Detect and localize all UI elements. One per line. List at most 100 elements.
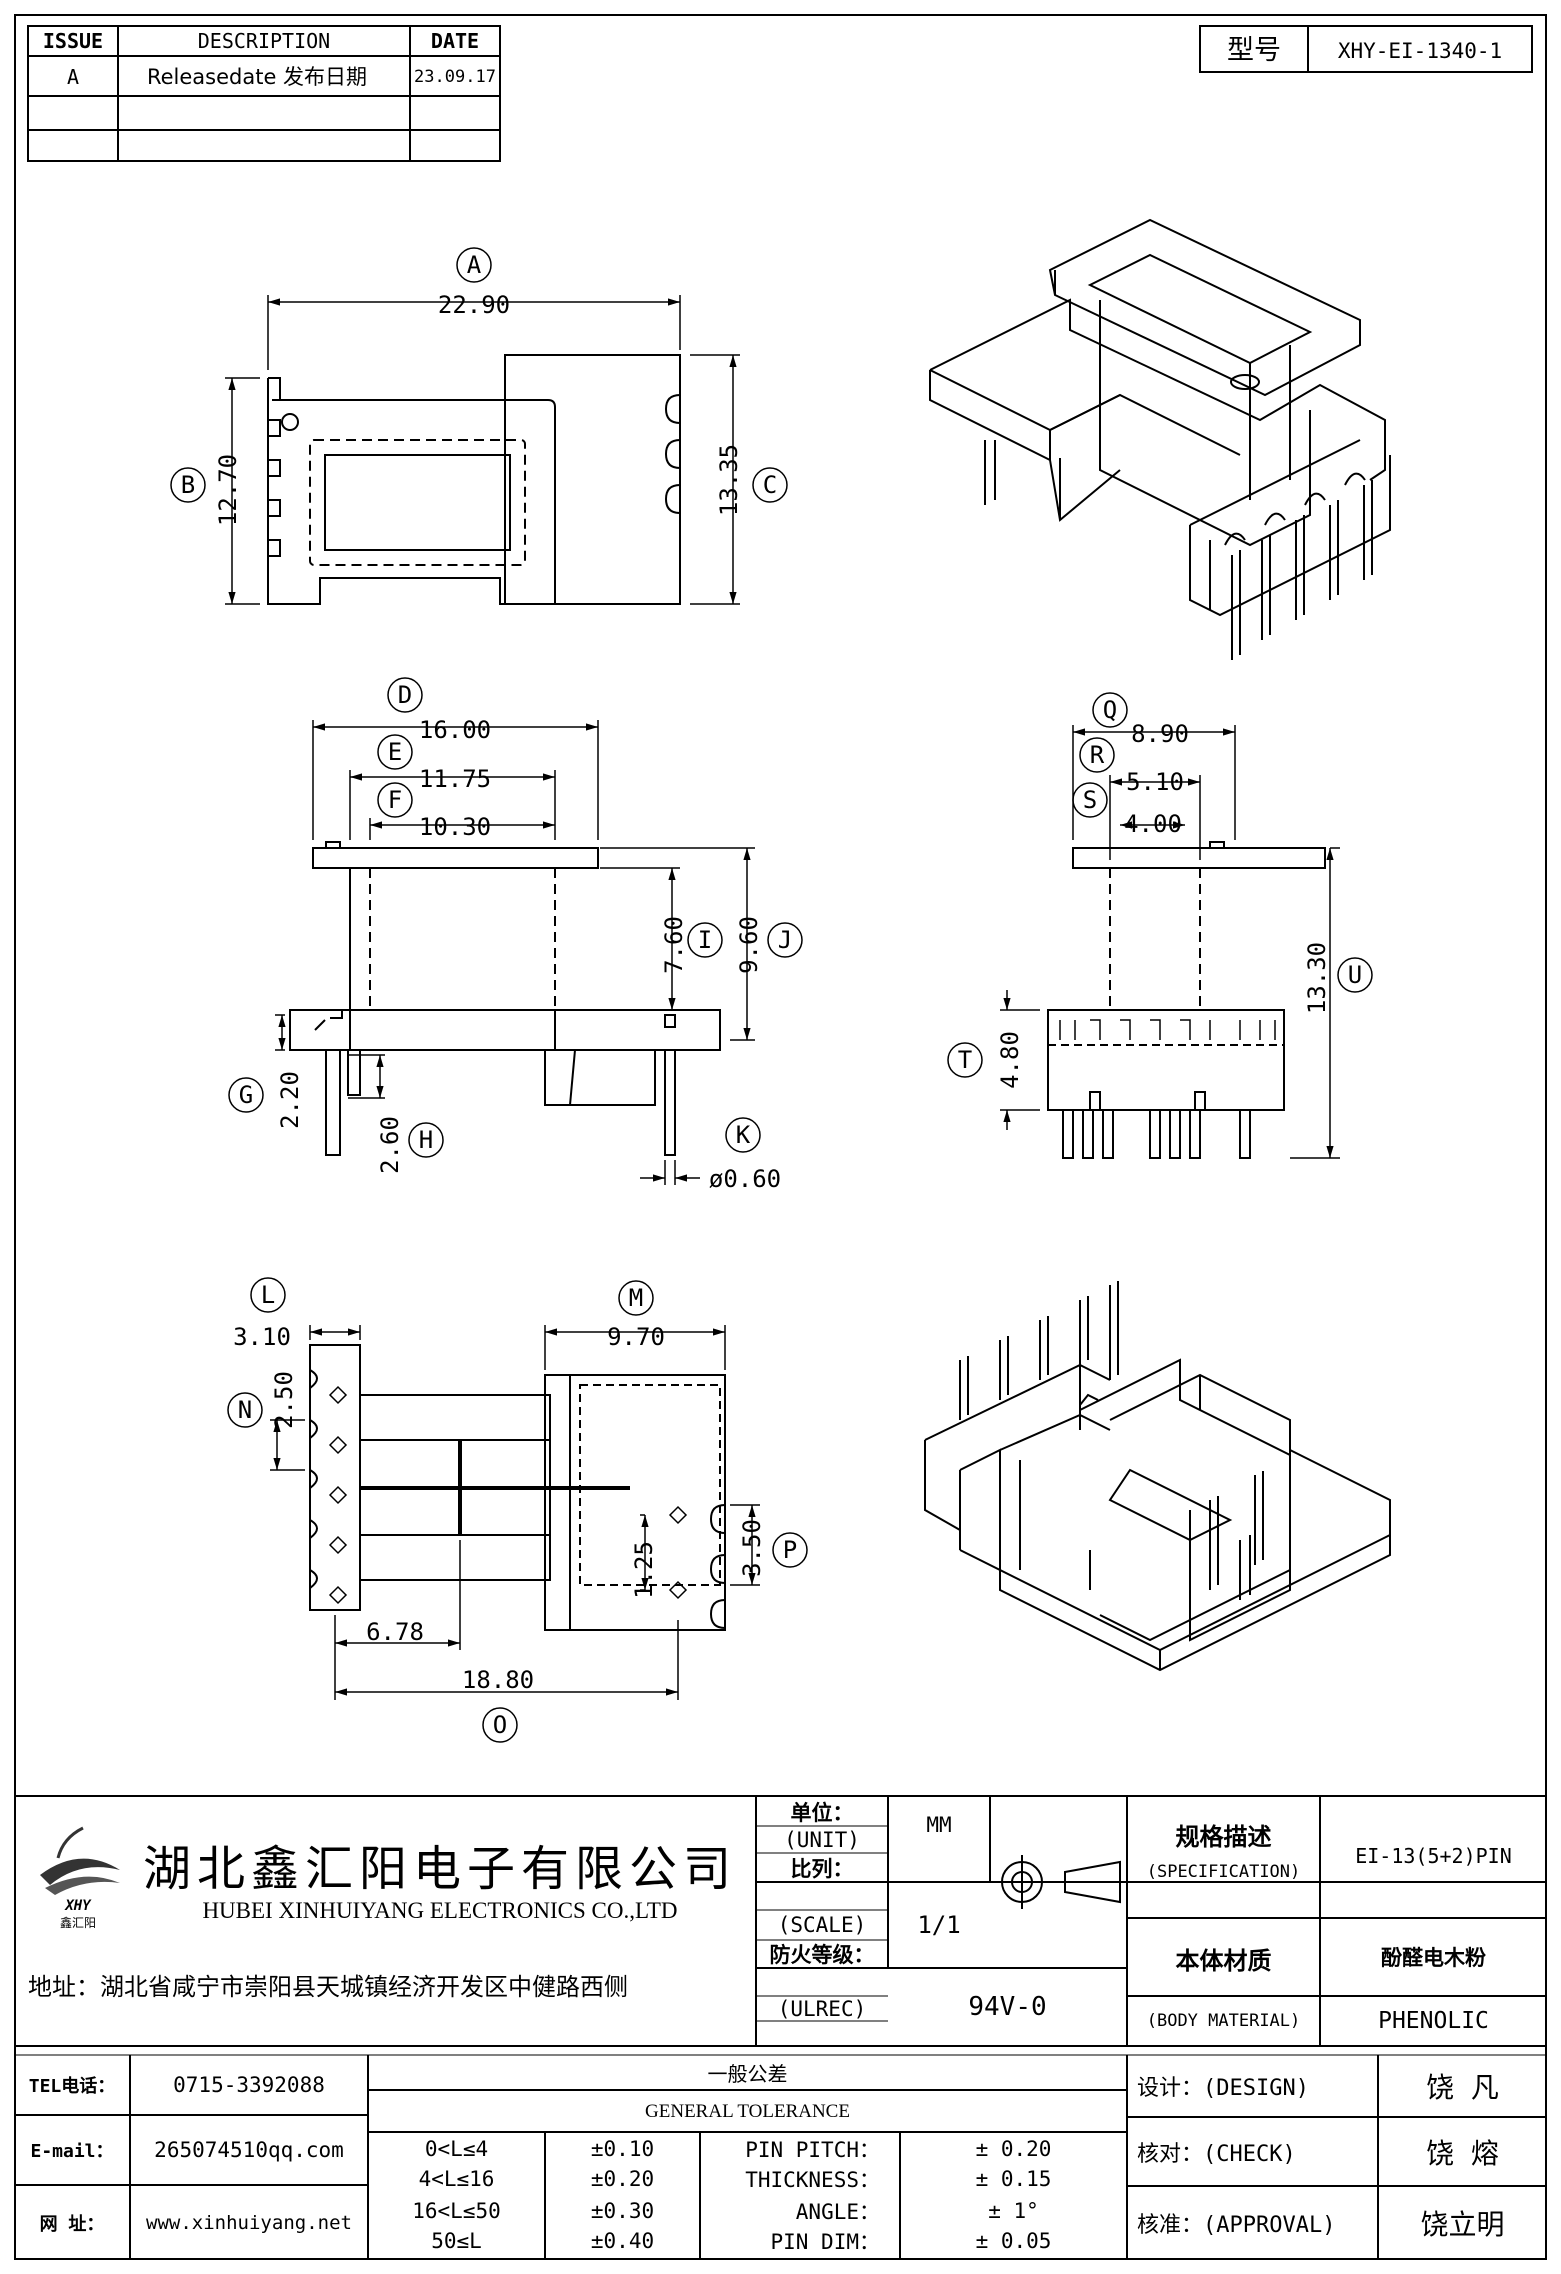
- side-view-dims: [1000, 725, 1340, 1159]
- dim-label-R: R: [1090, 741, 1105, 769]
- dim-label-F: F: [388, 786, 402, 814]
- company-name-en: HUBEI XINHUIYANG ELECTRONICS CO.,LTD: [202, 1898, 678, 1923]
- scale-label-cn: 比列：: [790, 1856, 854, 1881]
- dim-value-P: 3.50: [738, 1519, 766, 1577]
- model-label: 型号: [1227, 35, 1281, 66]
- tolerance-title-cn: 一般公差: [707, 2062, 788, 2086]
- dim-label-G: G: [239, 1081, 253, 1109]
- dim-label-N: N: [238, 1396, 252, 1424]
- revision-table: [27, 25, 501, 162]
- dim-label-C: C: [763, 471, 777, 499]
- rev-header-date: DATE: [431, 29, 479, 53]
- dim-label-I: I: [698, 926, 712, 954]
- dim-label-J: J: [778, 926, 792, 954]
- specification-label-cn: 规格描述: [1175, 1822, 1272, 1851]
- dim-value-B: 12.70: [214, 454, 242, 526]
- design-label: 设计：(DESIGN): [1137, 2076, 1309, 2101]
- drawing-sheet: [14, 14, 1547, 2260]
- dim-value-extra1: 6.78: [366, 1618, 424, 1646]
- logo-subtext: 鑫汇阳: [59, 1915, 96, 1930]
- tol-range-2: 4<L≤16: [418, 2167, 495, 2191]
- dim-value-F: 10.30: [419, 813, 491, 841]
- dim-value-H: 2.60: [376, 1116, 404, 1174]
- dim-label-Q: Q: [1103, 696, 1117, 724]
- dim-value-J: 9.60: [735, 916, 763, 974]
- dim-value-E: 11.75: [419, 765, 491, 793]
- approval-name: 饶立明: [1420, 2208, 1505, 2241]
- approval-label: 核准：(APPROVAL): [1137, 2213, 1336, 2238]
- dim-value-A: 22.90: [438, 291, 510, 319]
- tol-item-value-4: ± 0.05: [975, 2229, 1052, 2253]
- front-view-dims: [275, 720, 755, 1185]
- company-logo: [40, 1826, 120, 1895]
- title-block-grid: [14, 1795, 1547, 2260]
- tolerance-title-en: GENERAL TOLERANCE: [645, 2101, 850, 2122]
- dim-value-C: 13.35: [715, 444, 743, 516]
- web-label: 网 址：: [39, 2213, 105, 2235]
- isometric-view-bottom: [924, 1281, 1391, 1672]
- bottom-view: [309, 1344, 726, 1631]
- tel-value: 0715-3392088: [173, 2073, 325, 2097]
- tol-range-1: 0<L≤4: [424, 2137, 489, 2161]
- dim-value-K: ø0.60: [709, 1165, 781, 1193]
- email-value: 265074510qq.com: [154, 2138, 344, 2162]
- tol-item-2: THICKNESS：: [745, 2168, 880, 2192]
- unit-label-cn: 单位：: [790, 1801, 854, 1825]
- company-address: 地址：湖北省咸宁市崇阳县天城镇经济开发区中健路西侧: [28, 1972, 628, 2001]
- web-value: www.xinhuiyang.net: [146, 2211, 352, 2234]
- model-box: [1199, 25, 1533, 73]
- scale-label-en: (SCALE): [777, 1913, 867, 1937]
- tol-value-2: ±0.20: [590, 2167, 655, 2191]
- ulrec-label-cn: 防火等级：: [769, 1943, 875, 1967]
- company-name-cn: 湖北鑫汇阳电子有限公司: [142, 1841, 737, 1897]
- dim-label-H: H: [419, 1126, 433, 1154]
- tol-value-3: ±0.30: [590, 2199, 655, 2223]
- material-value-en: PHENOLIC: [1378, 2008, 1489, 2034]
- dim-label-U: U: [1348, 961, 1362, 989]
- dim-value-R: 5.10: [1126, 768, 1184, 796]
- dim-label-O: O: [493, 1711, 507, 1739]
- rev-row-issue: A: [67, 65, 79, 89]
- dim-value-N: 2.50: [270, 1371, 298, 1429]
- material-value-cn: 酚醛电木粉: [1381, 1946, 1486, 1970]
- dimension-label-circles: [170, 247, 1373, 1743]
- specification-label-en: (SPECIFICATION): [1146, 1862, 1301, 1882]
- rev-header-description: DESCRIPTION: [198, 29, 330, 53]
- dim-label-P: P: [783, 1536, 797, 1564]
- tol-item-value-1: ± 0.20: [975, 2137, 1052, 2161]
- design-name: 饶 凡: [1426, 2071, 1499, 2104]
- dim-value-U: 13.30: [1303, 942, 1331, 1014]
- ulrec-value: 94V-0: [968, 1992, 1047, 2022]
- unit-value: MM: [926, 1812, 952, 1837]
- logo-text: XHY: [65, 1898, 91, 1914]
- model-value: XHY-EI-1340-1: [1338, 39, 1502, 63]
- tol-range-4: 50≤L: [431, 2229, 482, 2253]
- unit-label-en: (UNIT): [784, 1827, 860, 1852]
- tol-value-1: ±0.10: [590, 2137, 655, 2161]
- dim-value-G: 2.20: [276, 1071, 304, 1129]
- projection-symbol-icon: [995, 1855, 1121, 1909]
- dim-label-S: S: [1083, 786, 1097, 814]
- front-view: [289, 841, 721, 1156]
- material-label-cn: 本体材质: [1175, 1946, 1272, 1975]
- dimension-texts: A 22.90 B 12.70 C 13.35 D 16.00 E 11.75 …: [181, 251, 1362, 1739]
- specification-value: EI-13(5+2)PIN: [1355, 1844, 1512, 1868]
- ulrec-label-en: (ULREC): [777, 1996, 867, 2021]
- top-view: [267, 354, 681, 605]
- dim-label-D: D: [398, 681, 412, 709]
- dim-value-T: 4.80: [996, 1031, 1024, 1089]
- dim-value-I: 7.60: [660, 916, 688, 974]
- dim-label-E: E: [388, 738, 402, 766]
- rev-row-description: Releasedate 发布日期: [147, 65, 367, 89]
- tol-range-3: 16<L≤50: [412, 2199, 501, 2223]
- dim-value-S: 4.00: [1124, 810, 1182, 838]
- dim-value-M: 9.70: [607, 1323, 665, 1351]
- bottom-view-dims: [270, 1325, 760, 1700]
- dim-value-O: 18.80: [462, 1666, 534, 1694]
- top-view-dims: [225, 295, 740, 605]
- dim-label-T: T: [958, 1046, 972, 1074]
- scale-value: 1/1: [917, 1911, 961, 1939]
- check-label: 核对：(CHECK): [1137, 2141, 1296, 2167]
- dim-label-K: K: [736, 1121, 751, 1149]
- dim-label-A: A: [467, 251, 482, 279]
